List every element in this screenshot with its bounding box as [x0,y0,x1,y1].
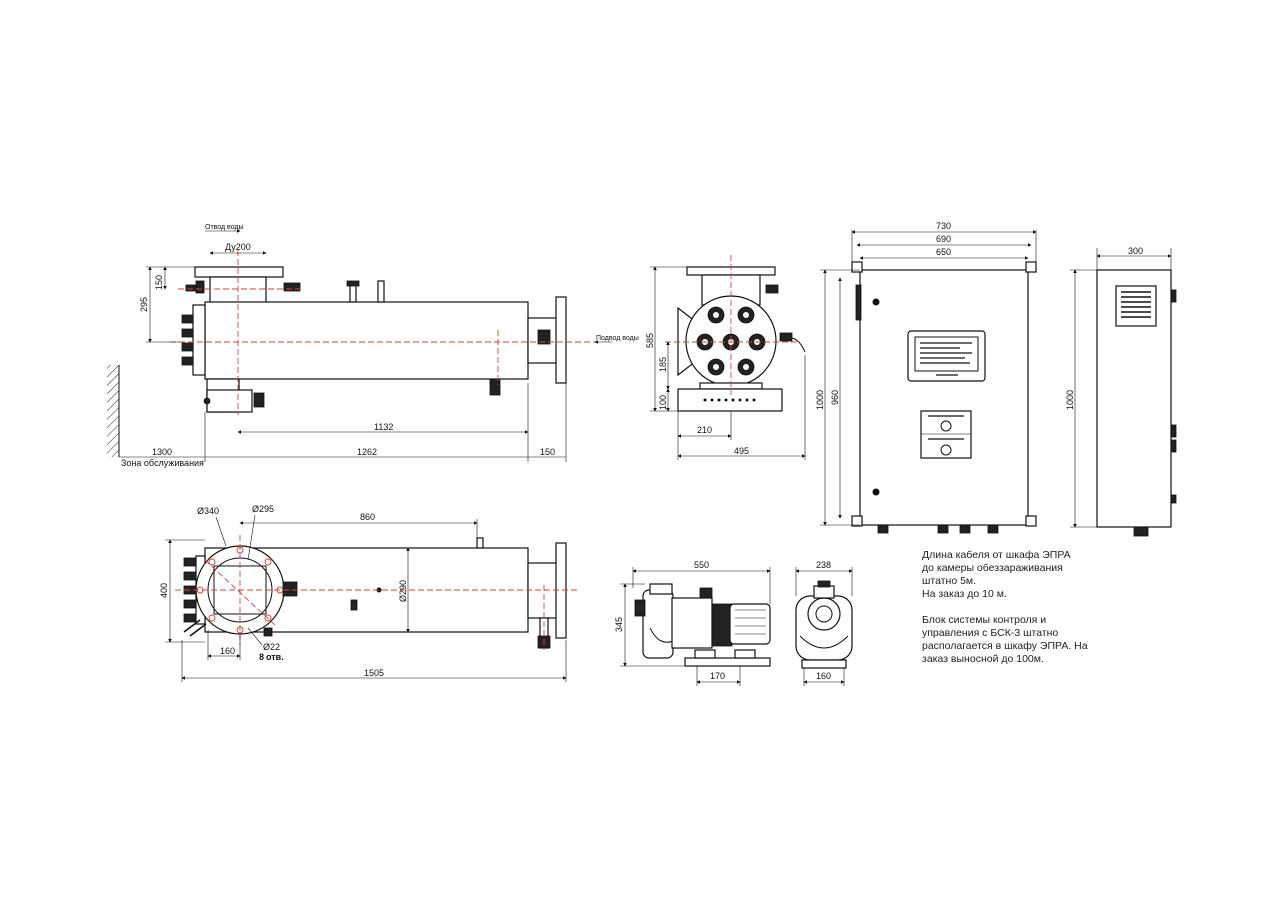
note-line: На заказ до 10 м. [922,588,1007,600]
outlet-flange [194,266,284,278]
inlet-label: Подвод воды [596,335,639,342]
note-line: управления с БСК-3 штатно [922,627,1059,639]
wall-hatch [107,365,119,457]
drain-label: отв. [266,652,284,662]
cabinet-body [859,269,1029,526]
dim-100: 100 [658,395,668,410]
note-line: располагается в шкафу ЭПРА. На [922,640,1088,652]
d290-label: Ø290 [398,580,408,602]
d295-label: Ø295 [252,504,274,514]
dim-860: 860 [360,512,375,522]
dim-150: 150 [154,275,164,290]
dim-650: 650 [936,247,951,257]
indicator-lamp-icon [940,420,952,432]
drain-count: 8 [259,652,264,662]
front-view: Отвод воды Ду200 295 150 1132 1300 1262 … [107,224,595,468]
side-base [677,388,783,412]
d22-label: Ø22 [263,642,280,652]
dim-495: 495 [734,446,749,456]
outlet-label: Отвод воды [205,224,244,231]
dim-1132: 1132 [374,422,393,432]
cabinet-side-view: 300 1000 [1065,246,1177,537]
inlet-flange [555,296,567,384]
dim-150b: 150 [540,447,555,457]
dim-1262: 1262 [357,447,377,457]
cable-note: Длина кабеля от шкафа ЭПРА до камеры обе… [922,549,1112,601]
note-line: Длина кабеля от шкафа ЭПРА [922,549,1071,561]
cabinet-front-view: 730 690 650 1000 960 [815,221,1037,534]
side-view: Подвод воды 585 185 100 210 495 [594,255,806,460]
dim-295: 295 [139,297,149,312]
dim-1505: 1505 [364,668,384,678]
dim-185: 185 [658,357,668,372]
dim-1300: 1300 [152,447,172,457]
note-line: заказ выносной до 100м. [922,653,1044,665]
note-line: штатно 5м. [922,575,977,587]
dim-300: 300 [1128,246,1143,256]
dim-550: 550 [694,560,709,570]
dim-160: 160 [220,646,235,656]
note-line: до камеры обеззараживания [922,562,1063,574]
chamber-body [204,301,529,380]
dim-210: 210 [697,425,712,435]
control-panel-display [907,330,986,382]
dim-170: 170 [710,671,725,681]
d340-label: Ø340 [197,506,219,516]
dim-345: 345 [614,617,624,632]
dim-400: 400 [159,583,169,598]
dim-730: 730 [936,221,951,231]
pump-side-view: 550 345 170 [614,560,771,686]
dim-585: 585 [645,333,655,348]
note-line: Блок системы контроля и [922,614,1047,626]
pump-front-view: 238 160 [795,560,853,686]
switch-panel [920,410,972,459]
dim-238: 238 [816,560,831,570]
dim-160b: 160 [816,671,831,681]
top-view: Ø340 Ø295 860 Ø290 400 160 Ø22 8 отв. 15… [159,504,580,682]
control-note: Блок системы контроля и управления с БСК… [922,614,1112,666]
dim-960: 960 [830,390,840,405]
service-zone-label: Зона обслуживания [121,458,204,468]
pump-inlet-circle [807,597,841,631]
lamp-connectors [181,314,194,366]
dim-690: 690 [936,234,951,244]
du-label: Ду200 [225,242,251,252]
power-switch-icon [940,444,952,456]
dim-1000: 1000 [815,390,825,410]
dim-1000b: 1000 [1065,390,1075,410]
